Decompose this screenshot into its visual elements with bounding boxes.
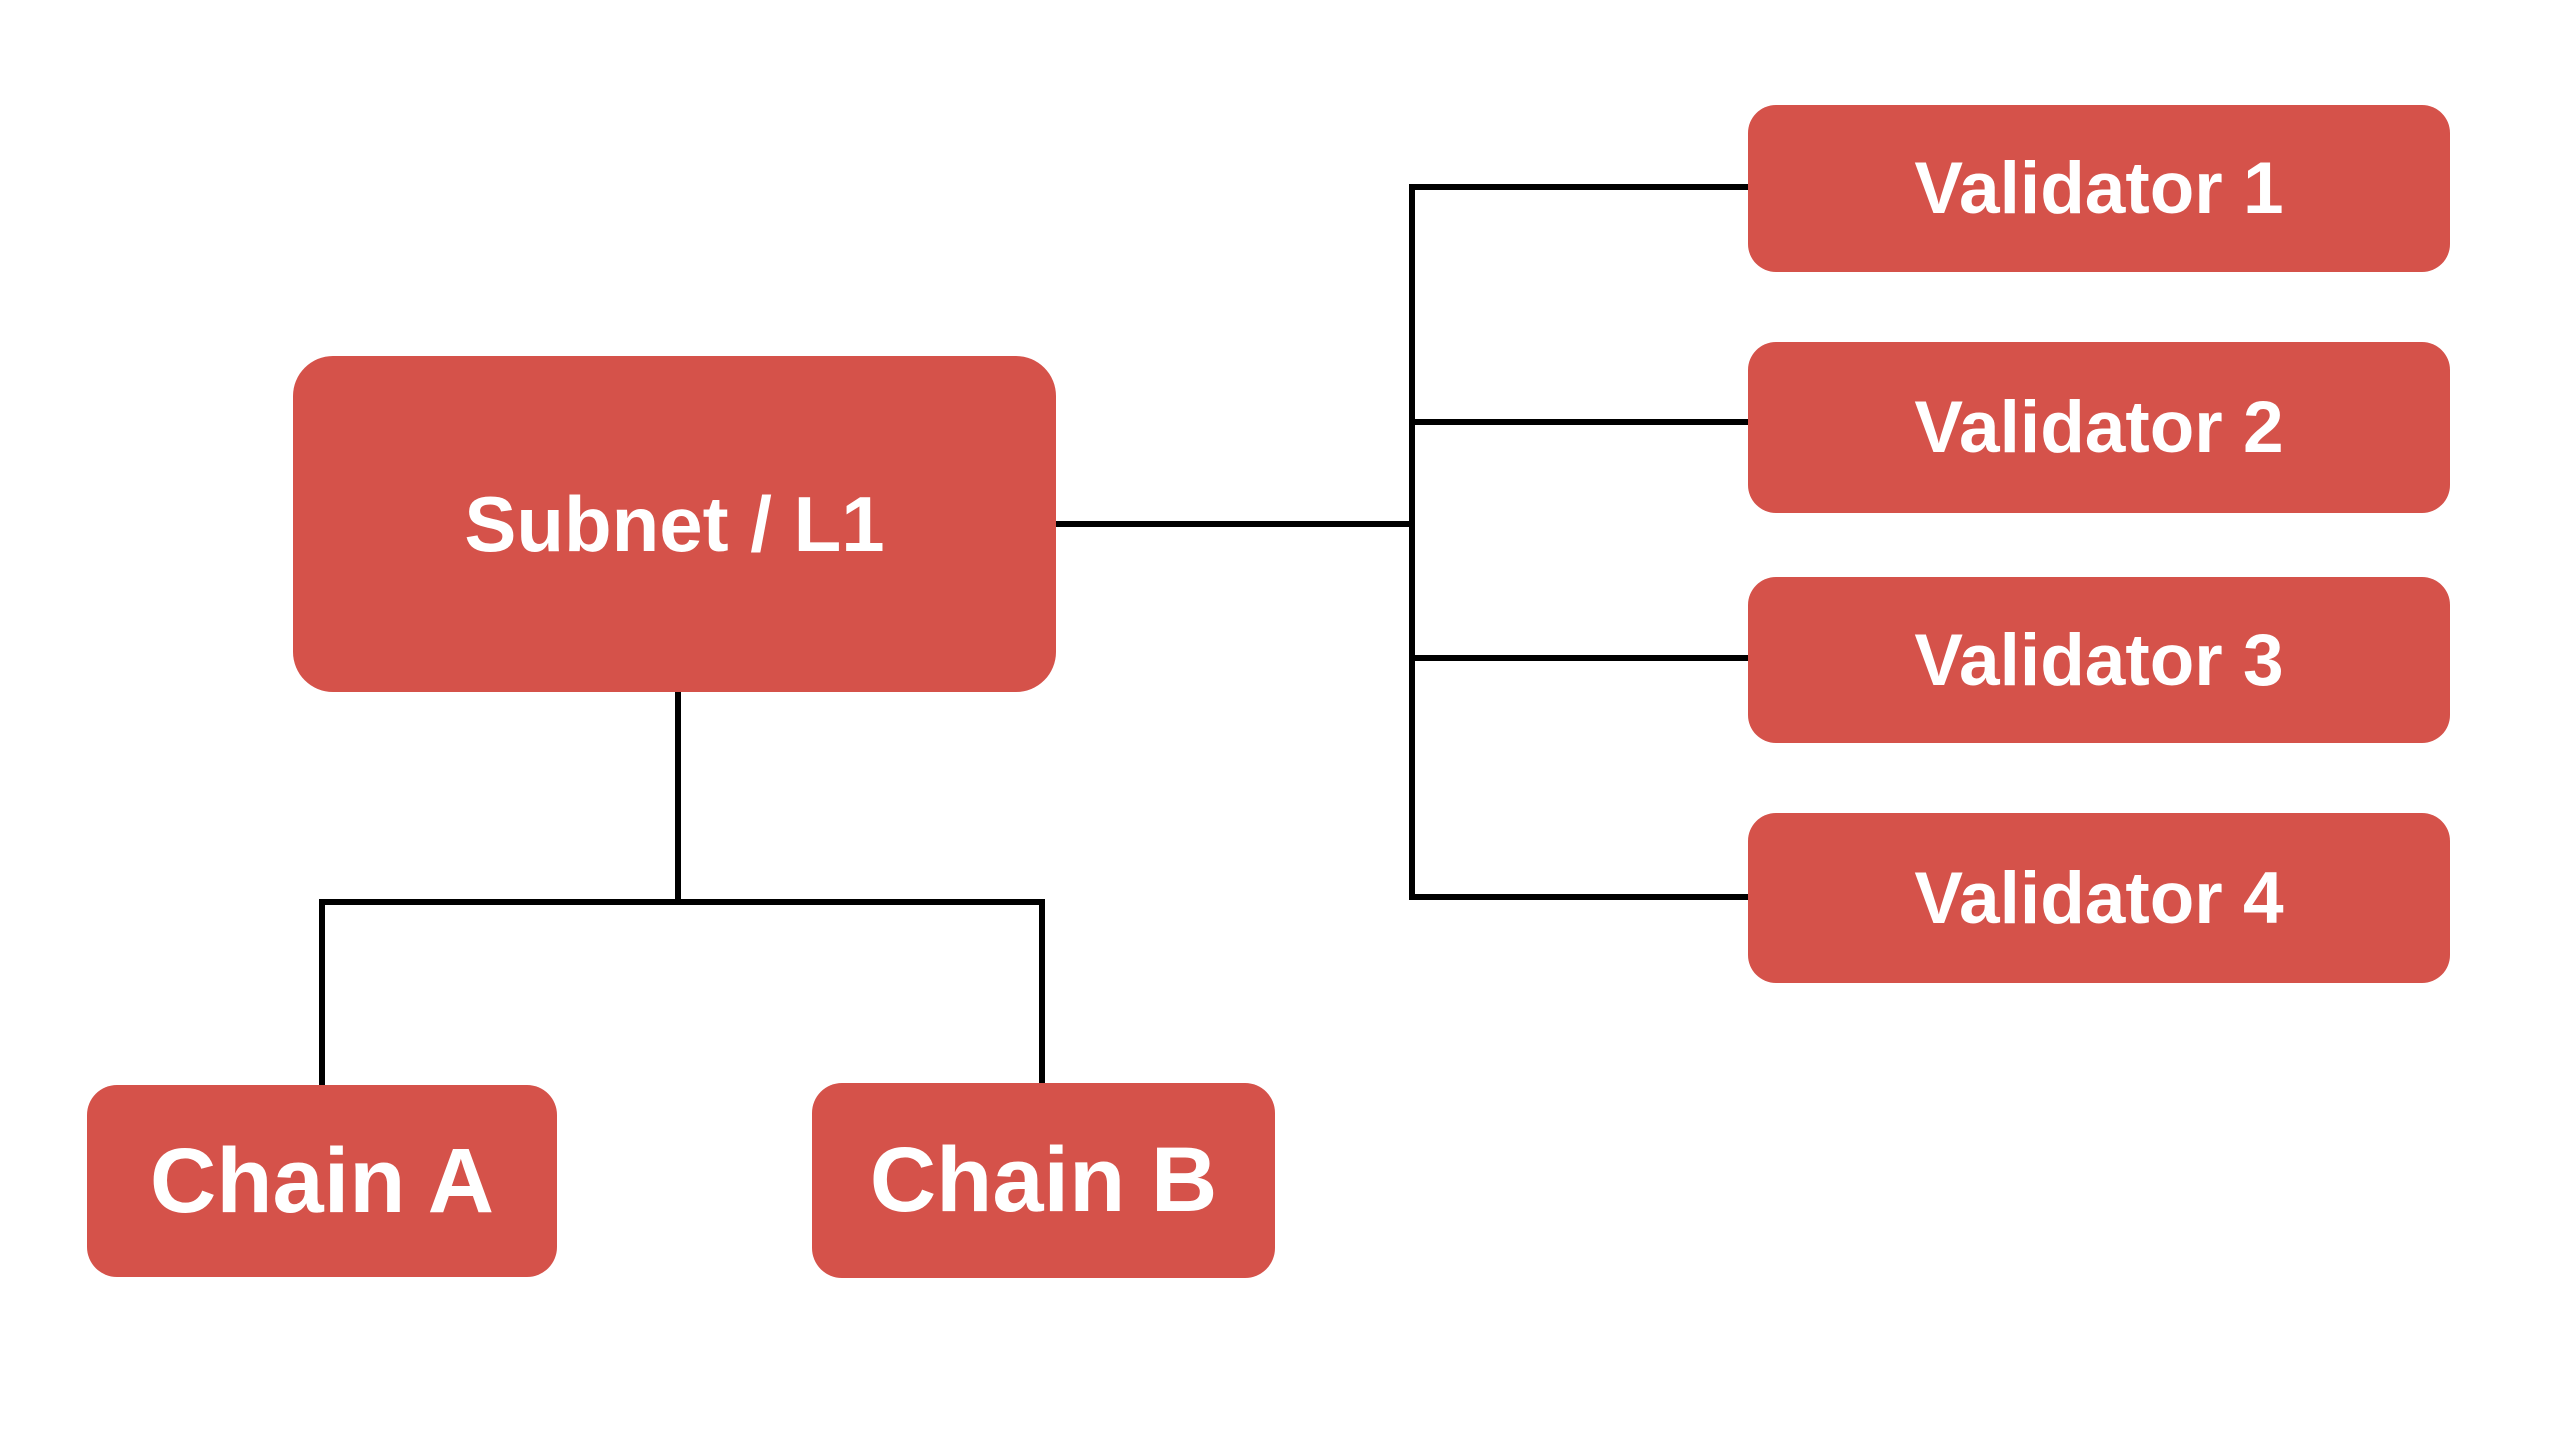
connector-bar-to-chain-b <box>1039 899 1045 1083</box>
connector-subnet-to-validator-trunk <box>1056 521 1415 527</box>
node-validator-1-label: Validator 1 <box>1914 148 2284 229</box>
node-chain-b: Chain B <box>812 1083 1275 1278</box>
node-chain-b-label: Chain B <box>869 1129 1218 1231</box>
connector-chain-bar <box>319 899 1045 905</box>
node-chain-a: Chain A <box>87 1085 557 1277</box>
node-validator-1: Validator 1 <box>1748 105 2450 272</box>
node-subnet-l1: Subnet / L1 <box>293 356 1056 692</box>
node-chain-a-label: Chain A <box>149 1129 495 1232</box>
connector-validator-trunk <box>1409 184 1415 900</box>
node-validator-3-label: Validator 3 <box>1914 619 2284 701</box>
connector-subnet-to-chain-bar <box>675 692 681 905</box>
connector-trunk-to-validator-1 <box>1412 184 1748 190</box>
node-validator-4: Validator 4 <box>1748 813 2450 983</box>
connector-bar-to-chain-a <box>319 899 325 1085</box>
node-validator-2: Validator 2 <box>1748 342 2450 513</box>
node-validator-3: Validator 3 <box>1748 577 2450 743</box>
connector-trunk-to-validator-4 <box>1412 894 1748 900</box>
node-validator-2-label: Validator 2 <box>1914 387 2284 468</box>
connector-trunk-to-validator-2 <box>1412 419 1748 425</box>
connector-trunk-to-validator-3 <box>1412 655 1748 661</box>
node-validator-4-label: Validator 4 <box>1914 857 2284 939</box>
node-subnet-l1-label: Subnet / L1 <box>464 479 885 568</box>
